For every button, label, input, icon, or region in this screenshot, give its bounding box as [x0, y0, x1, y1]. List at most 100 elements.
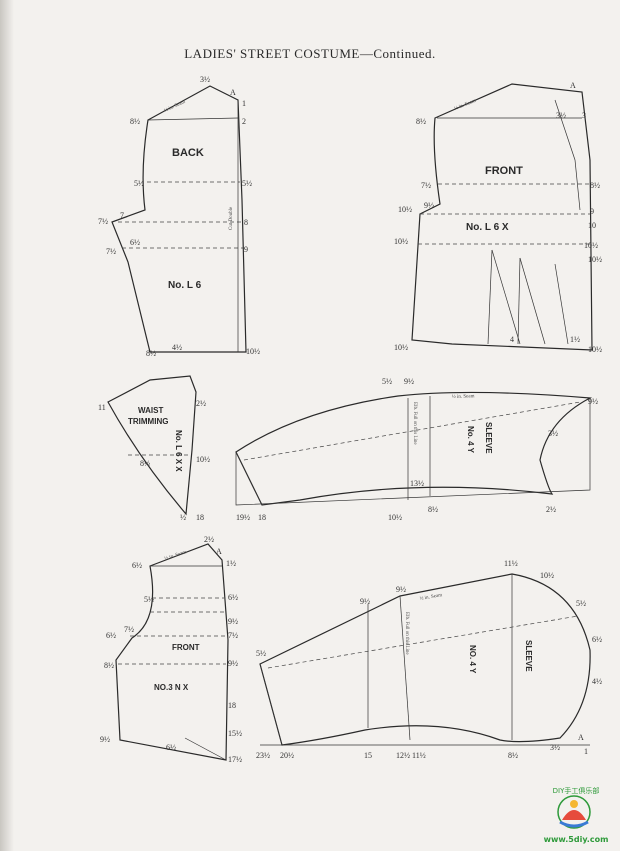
waist-mark-5: ½ — [180, 513, 186, 522]
waist-mark-1: 11 — [98, 403, 106, 412]
front-small-mark-4: 1½ — [226, 559, 236, 568]
waist-number: No. L 6 X X — [174, 430, 183, 472]
sleeve-top-piece: SLEEVE No. 4 Y ½ in. Seam Elb. Full on t… — [235, 377, 598, 522]
back-piece: BACK No. L 6 Cut Double ½ in. Seam 3½ A … — [98, 75, 260, 358]
sleeve-bottom-mark-17: 1 — [584, 747, 588, 756]
sleeve-top-label: SLEEVE — [484, 422, 493, 454]
back-mark-8: 7½ — [98, 217, 108, 226]
sleeve-bottom-mark-12: 12½ — [396, 751, 410, 760]
sleeve-top-seam-note: ½ in. Seam — [452, 394, 475, 400]
front-small-mark-15: 15½ — [228, 729, 242, 738]
back-seam-note: ½ in. Seam — [164, 100, 187, 114]
front-small-mark-3: 6½ — [132, 561, 142, 570]
front-mark-12: 10½ — [584, 241, 598, 250]
sleeve-bottom-mark-5: 5½ — [576, 599, 586, 608]
back-fold-note: Cut Double — [229, 206, 234, 230]
sleeve-bottom-mark-14: 8½ — [508, 751, 518, 760]
front-small-mark-13: 18 — [228, 701, 236, 710]
sleeve-top-fold-note: Elb. Full on this Line — [412, 402, 417, 445]
front-small-mark-10: 9½ — [228, 617, 238, 626]
sleeve-bottom-mark-2: 10½ — [540, 571, 554, 580]
front-mark-5: 7½ — [421, 181, 431, 190]
sleeve-top-mark-3: 9½ — [588, 397, 598, 406]
sleeve-bottom-mark-10: 20½ — [280, 751, 294, 760]
front-small-mark-9: 7½ — [228, 631, 238, 640]
waist-trimming-piece: WAIST TRIMMING No. L 6 X X 11 2½ 8½ 10½ … — [98, 375, 210, 522]
front-small-mark-2: A — [216, 547, 222, 556]
back-mark-11: 7½ — [106, 247, 116, 256]
waist-label-2: TRIMMING — [128, 417, 168, 426]
back-mark-16: 10½ — [246, 347, 260, 356]
watermark-url: www.5diy.com — [544, 835, 609, 844]
front-small-seam-note: ½ in. Seam — [164, 550, 187, 562]
front-small-mark-16: 6½ — [166, 743, 176, 752]
back-mark-5: 2 — [242, 117, 246, 126]
front-mark-8: 9½ — [424, 201, 434, 210]
back-mark-9: 7 — [120, 211, 124, 220]
sleeve-bottom-mark-1: 11½ — [504, 559, 518, 568]
watermark-logo: DIY手工俱乐部 www.5diy.com — [544, 786, 609, 844]
sleeve-bottom-mark-8: 4½ — [592, 677, 602, 686]
back-number: No. L 6 — [168, 280, 202, 291]
front-small-mark-11: 8½ — [104, 661, 114, 670]
sleeve-top-number: No. 4 Y — [466, 426, 475, 454]
front-small-mark-17: 17½ — [228, 755, 242, 764]
front-mark-6: 8½ — [590, 181, 600, 190]
sleeve-bottom-mark-15: 3½ — [550, 743, 560, 752]
logo-head-icon — [570, 800, 578, 808]
front-small-label: FRONT — [172, 643, 200, 652]
front-mark-3: 3 — [582, 111, 586, 120]
back-label: BACK — [172, 147, 204, 159]
watermark-text-cn: DIY手工俱乐部 — [553, 786, 600, 795]
back-mark-12: 6½ — [130, 238, 140, 247]
sleeve-bottom-mark-4: 9½ — [360, 597, 370, 606]
sleeve-bottom-seam-note: ½ in. Seam — [419, 593, 442, 602]
back-mark-3: 1 — [242, 99, 246, 108]
front-small-mark-14: 9½ — [100, 735, 110, 744]
front-mark-9: 9 — [590, 207, 594, 216]
sleeve-top-mark-9: 8½ — [428, 505, 438, 514]
sleeve-top-mark-10: 2½ — [546, 505, 556, 514]
front-mark-4: 3½ — [556, 111, 566, 120]
back-mark-13: 9 — [244, 245, 248, 254]
front-mark-1: 8½ — [416, 117, 426, 126]
sleeve-bottom-fold-note: Elb. Full on this Line — [404, 612, 409, 655]
back-mark-7: 5½ — [242, 179, 252, 188]
waist-mark-6: 18 — [196, 513, 204, 522]
sleeve-bottom-mark-9: 23½ — [256, 751, 270, 760]
sleeve-bottom-mark-16: A — [578, 733, 584, 742]
front-mark-17: 10½ — [588, 345, 602, 354]
back-mark-4: 8½ — [130, 117, 140, 126]
front-mark-13: 10½ — [588, 255, 602, 264]
sleeve-top-mark-7: 10½ — [388, 513, 402, 522]
front-mark-10: 10 — [588, 221, 596, 230]
sleeve-bottom-label: SLEEVE — [524, 640, 533, 672]
front-small-mark-6: 6½ — [228, 593, 238, 602]
sleeve-top-mark-6: 18 — [258, 513, 266, 522]
sleeve-bottom-mark-13: 11½ — [412, 751, 426, 760]
back-mark-15: 4½ — [172, 343, 182, 352]
sleeve-bottom-piece: SLEEVE NO. 4 Y ½ in. Seam Elb. Full on t… — [256, 559, 602, 760]
front-mark-2: A — [570, 81, 576, 90]
sleeve-top-mark-8: 13½ — [410, 479, 424, 488]
front-piece: FRONT No. L 6 X ½ in. Seam 8½ A 3 3½ 7½ … — [394, 81, 602, 354]
sleeve-top-mark-4: 3½ — [548, 429, 558, 438]
sleeve-bottom-mark-11: 15 — [364, 751, 372, 760]
sleeve-bottom-number: NO. 4 Y — [468, 645, 477, 674]
front-label: FRONT — [485, 165, 523, 177]
waist-label: WAIST — [138, 406, 163, 415]
front-small-mark-5: 5½ — [144, 595, 154, 604]
logo-swoosh-icon — [559, 820, 589, 828]
front-small-number: NO.3 N X — [154, 683, 189, 692]
sleeve-top-mark-5: 19½ — [236, 513, 250, 522]
sleeve-bottom-mark-7: 6½ — [592, 635, 602, 644]
back-mark-6: 5½ — [134, 179, 144, 188]
back-mark-2: A — [230, 88, 236, 97]
front-mark-7: 10½ — [398, 205, 412, 214]
front-mark-11: 10½ — [394, 237, 408, 246]
waist-mark-3: 8½ — [140, 459, 150, 468]
logo-figure-icon — [562, 810, 586, 820]
back-mark-1: 3½ — [200, 75, 210, 84]
front-small-mark-12: 9½ — [228, 659, 238, 668]
